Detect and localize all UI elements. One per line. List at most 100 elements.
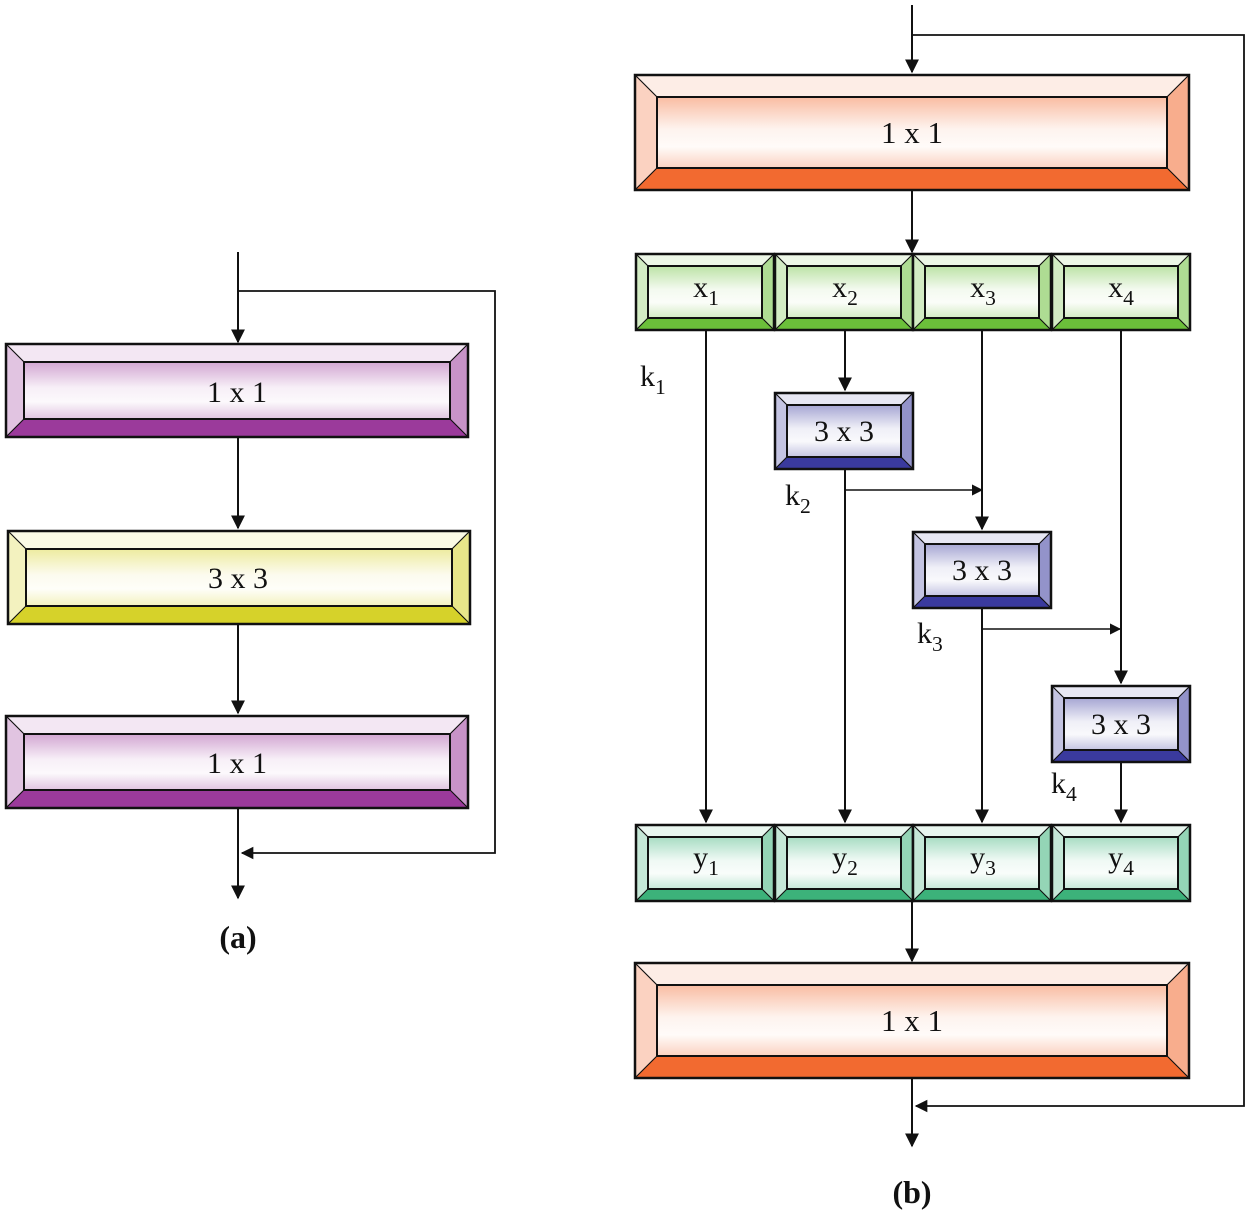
k3-label: k3: [917, 617, 943, 656]
bevel-face: [924, 543, 1040, 597]
block-a-2-label: 3 x 3: [208, 562, 268, 595]
bevel-left: [1051, 823, 1065, 903]
block-b-bottom: 1 x 1: [633, 961, 1191, 1080]
y1-label: y1: [693, 841, 719, 880]
bevel-bottom: [911, 317, 1053, 331]
merge-y4: y4: [1050, 823, 1192, 903]
k4-label: k4: [1051, 767, 1077, 806]
bevel-top: [1050, 685, 1192, 699]
bevel-top: [4, 715, 470, 735]
split-x3: x3: [911, 252, 1053, 332]
bevel-face: [786, 836, 902, 890]
split-x4: x4: [1050, 252, 1192, 332]
block-b-top: 1 x 1: [633, 73, 1191, 192]
bevel-left: [774, 391, 788, 471]
bevel-bottom: [1050, 317, 1192, 331]
bevel-top: [1050, 253, 1192, 267]
block-a-2: 3 x 3: [6, 529, 472, 626]
bevel-outline: [773, 391, 915, 471]
bevel-bottom: [911, 888, 1053, 902]
bevel-right: [761, 823, 775, 903]
split-x2: x2: [773, 252, 915, 332]
bevel-face: [1063, 836, 1179, 890]
panel-b: 1 x 1 x1 x2 x3 x4 3 x 3 3 x 3 3 x 3 k1 k…: [633, 5, 1245, 1210]
y3-label: y3: [970, 841, 996, 880]
bevel-right: [1038, 823, 1052, 903]
bevel-face: [1063, 697, 1179, 751]
bevel-outline: [911, 530, 1053, 610]
bevel-face: [924, 836, 1040, 890]
bevel-top: [6, 530, 472, 550]
skip-connection-b: [912, 34, 1245, 1113]
bevel-left: [774, 823, 788, 903]
bevel-outline: [4, 714, 470, 810]
y2-label: y2: [832, 841, 858, 880]
bevel-top: [1050, 824, 1192, 838]
conv-k2-label: 3 x 3: [814, 415, 874, 448]
bevel-outline: [4, 342, 470, 439]
bevel-bottom: [633, 167, 1191, 191]
bevel-face: [23, 733, 451, 791]
bevel-right: [900, 823, 914, 903]
conv-k3: 3 x 3: [911, 530, 1053, 610]
bevel-bottom: [633, 1055, 1191, 1079]
bevel-bottom: [634, 888, 776, 902]
bevel-right: [1177, 684, 1191, 764]
bevel-left: [912, 252, 926, 332]
bevel-top: [4, 343, 470, 363]
bevel-left: [635, 823, 649, 903]
bevel-outline: [6, 529, 472, 626]
block-b-bottom-label: 1 x 1: [881, 1003, 943, 1038]
bevel-outline: [633, 73, 1191, 192]
bevel-face: [23, 361, 451, 420]
bevel-right: [761, 252, 775, 332]
panel-a: 1 x 1 3 x 3 1 x 1 (a): [4, 252, 496, 955]
bevel-left: [774, 252, 788, 332]
bevel-top: [634, 824, 776, 838]
bevel-bottom: [634, 317, 776, 331]
bevel-top: [773, 824, 915, 838]
bevel-bottom: [911, 595, 1053, 609]
bevel-face: [25, 548, 453, 607]
bevel-face: [1063, 265, 1179, 319]
bevel-bottom: [4, 789, 470, 809]
bevel-right: [1177, 823, 1191, 903]
merge-y2: y2: [773, 823, 915, 903]
bevel-face: [656, 96, 1168, 169]
conv-k4: 3 x 3: [1050, 684, 1192, 764]
conv-k2: 3 x 3: [773, 391, 915, 471]
bevel-right: [900, 252, 914, 332]
bevel-top: [633, 74, 1191, 98]
bevel-bottom: [4, 418, 470, 438]
k1-label: k1: [640, 360, 666, 399]
bevel-bottom: [1050, 749, 1192, 763]
bevel-face: [647, 836, 763, 890]
block-a-3: 1 x 1: [4, 714, 470, 810]
y4-label: y4: [1108, 841, 1134, 880]
bevel-top: [633, 962, 1191, 986]
bevel-bottom: [773, 888, 915, 902]
bevel-top: [773, 392, 915, 406]
bevel-top: [773, 253, 915, 267]
caption-b: (b): [892, 1174, 931, 1210]
bevel-top: [634, 253, 776, 267]
bevel-left: [1051, 684, 1065, 764]
k2-label: k2: [785, 479, 811, 518]
bevel-left: [635, 252, 649, 332]
bevel-right: [1038, 530, 1052, 610]
bevel-outline: [1050, 684, 1192, 764]
bevel-face: [647, 265, 763, 319]
caption-a: (a): [219, 919, 256, 955]
bevel-top: [911, 531, 1053, 545]
block-b-top-label: 1 x 1: [881, 115, 943, 150]
bevel-bottom: [6, 605, 472, 625]
x1-label: x1: [693, 271, 719, 310]
bevel-top: [911, 253, 1053, 267]
bevel-outline: [1050, 252, 1192, 332]
x2-label: x2: [832, 271, 858, 310]
bevel-bottom: [773, 456, 915, 470]
bevel-face: [924, 265, 1040, 319]
bevel-left: [912, 823, 926, 903]
block-a-3-label: 1 x 1: [207, 747, 267, 780]
